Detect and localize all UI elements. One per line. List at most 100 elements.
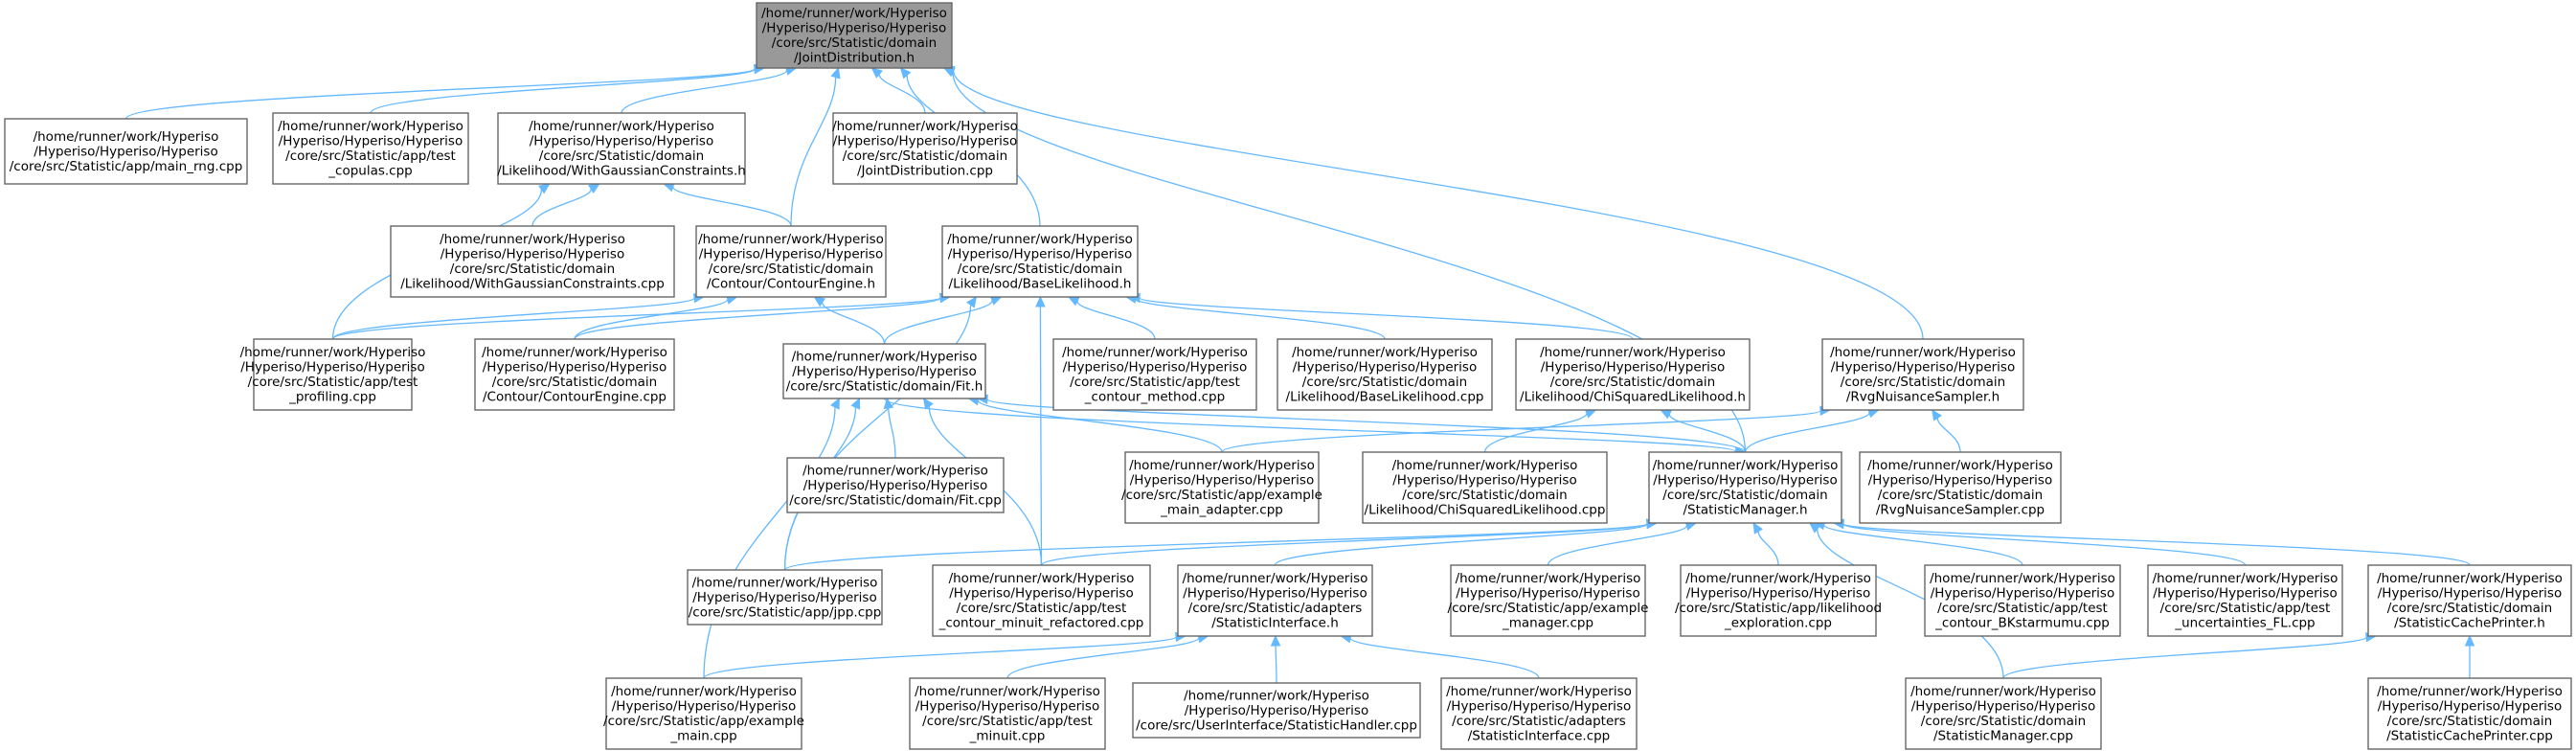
node-label-line: /core/src/Statistic/domain [709,262,873,277]
edge-test-contour-bk-to-statmgr-h [1813,519,2023,566]
node-baselik-h[interactable]: /home/runner/work/Hyperiso/Hyperiso/Hype… [941,225,1139,298]
edge-arrowhead [850,397,861,410]
edge-statiface-cpp-to-statiface-h [1340,633,1540,679]
edge-example-main-to-statiface-h [703,631,1187,679]
edge-line [1006,637,1200,679]
node-label-line: /core/src/Statistic/domain [2387,601,2552,616]
edge-line [986,398,1747,453]
node-label-line: /Contour/ContourEngine.h [707,277,875,292]
node-main-rng[interactable]: /home/runner/work/Hyperiso/Hyperiso/Hype… [4,118,248,185]
node-box [1132,682,1421,739]
node-box [832,112,1018,185]
node-contour-h[interactable]: /home/runner/work/Hyperiso/Hyperiso/Hype… [695,225,887,298]
node-label-line: /Hyperiso/Hyperiso/Hyperiso [530,134,713,149]
edge-line [1547,525,1688,566]
node-test-contour-bk[interactable]: /home/runner/work/Hyperiso/Hyperiso/Hype… [1924,564,2121,637]
edge-line [1842,523,2471,566]
node-test-profiling[interactable]: /home/runner/work/Hyperiso/Hyperiso/Hype… [240,338,426,411]
node-chisq-h[interactable]: /home/runner/work/Hyperiso/Hyperiso/Hype… [1515,338,1751,411]
node-example-main[interactable]: /home/runner/work/Hyperiso/Hyperiso/Hype… [603,677,804,750]
node-label-line: /core/src/Statistic/domain [772,35,937,51]
node-box [474,338,675,411]
node-box [1680,564,1877,637]
node-label-line: /home/runner/work/Hyperiso [2377,684,2563,699]
node-label-line: /core/src/Statistic/app/test [922,714,1093,729]
node-contour-cpp[interactable]: /home/runner/work/Hyperiso/Hyperiso/Hype… [474,338,675,411]
node-box [2367,564,2572,637]
node-label-line: /Hyperiso/Hyperiso/Hyperiso [279,134,463,149]
node-label-line: /home/runner/work/Hyperiso [1653,458,1839,473]
node-box [687,569,883,626]
edge-line [1135,297,1386,340]
node-label-line: /home/runner/work/Hyperiso [947,232,1133,247]
node-chisq-cpp[interactable]: /home/runner/work/Hyperiso/Hyperiso/Hype… [1362,451,1608,524]
node-label-line: /core/src/Statistic/domain [539,148,704,164]
node-label-line: _main_adapter.cpp [1160,503,1283,518]
node-label-line: /home/runner/work/Hyperiso [1446,684,1632,699]
node-statmgr-h[interactable]: /home/runner/work/Hyperiso/Hyperiso/Hype… [1648,451,1842,524]
node-label-line: /Hyperiso/Hyperiso/Hyperiso [792,364,976,379]
node-label-line: /core/src/Statistic/domain/Fit.h [786,378,983,394]
edge-line [531,189,592,227]
node-fit-cpp[interactable]: /home/runner/work/Hyperiso/Hyperiso/Hype… [786,457,1005,513]
node-rvg-h[interactable]: /home/runner/work/Hyperiso/Hyperiso/Hype… [1821,338,2024,411]
edge-main-rng-to-jd-h [124,63,766,120]
edge-line [703,636,1177,679]
edge-test-contour-minuit-to-baselik-h [1035,295,1046,566]
edge-line [952,70,1924,340]
edge-line [1668,414,1747,453]
node-label-line: _copulas.cpp [328,164,412,179]
node-test-contour-minuit[interactable]: /home/runner/work/Hyperiso/Hyperiso/Hype… [932,564,1151,637]
node-label-line: /core/src/Statistic/domain [1878,488,2043,503]
node-statmgr-cpp[interactable]: /home/runner/work/Hyperiso/Hyperiso/Hype… [1905,677,2102,750]
node-statiface-cpp[interactable]: /home/runner/work/Hyperiso/Hyperiso/Hype… [1440,677,1638,750]
node-test-copulas[interactable]: /home/runner/work/Hyperiso/Hyperiso/Hype… [272,112,469,185]
node-jd-h[interactable]: /home/runner/work/Hyperiso/Hyperiso/Hype… [756,2,953,69]
node-cacheprinter-h[interactable]: /home/runner/work/Hyperiso/Hyperiso/Hype… [2367,564,2572,637]
node-label-line: /Hyperiso/Hyperiso/Hyperiso [1130,473,1314,489]
node-label-line: /Hyperiso/Hyperiso/Hyperiso [612,699,796,715]
edge-arrowhead [899,67,912,80]
node-label-line: /home/runner/work/Hyperiso [1062,345,1248,360]
node-label-line: /Hyperiso/Hyperiso/Hyperiso [1541,360,1725,376]
edge-arrowhead [830,397,840,410]
node-box [909,677,1106,750]
edge-likelihood-exploration-to-statmgr-h [1752,521,1779,566]
node-baselik-cpp[interactable]: /home/runner/work/Hyperiso/Hyperiso/Hype… [1277,338,1493,411]
nodes-layer: /home/runner/work/Hyperiso/Hyperiso/Hype… [4,2,2572,750]
node-stathandler[interactable]: /home/runner/work/Hyperiso/Hyperiso/Hype… [1132,682,1421,739]
node-likelihood-exploration[interactable]: /home/runner/work/Hyperiso/Hyperiso/Hype… [1675,564,1882,637]
node-label-line: /core/src/Statistic/app/example [1448,601,1649,616]
node-test-contour-method[interactable]: /home/runner/work/Hyperiso/Hyperiso/Hype… [1052,338,1257,411]
node-label-line: /Hyperiso/Hyperiso/Hyperiso [1392,473,1576,489]
node-label-line: /Hyperiso/Hyperiso/Hyperiso [915,699,1099,715]
node-cacheprinter-cpp[interactable]: /home/runner/work/Hyperiso/Hyperiso/Hype… [2367,677,2572,750]
edge-line [1139,297,1634,340]
node-wgc-h[interactable]: /home/runner/work/Hyperiso/Hyperiso/Hype… [497,112,746,185]
edge-wgc-cpp-to-wgc-h [531,183,600,227]
node-test-uncertainties[interactable]: /home/runner/work/Hyperiso/Hyperiso/Hype… [2147,564,2343,637]
node-box [941,225,1139,298]
node-example-manager[interactable]: /home/runner/work/Hyperiso/Hyperiso/Hype… [1448,564,1649,637]
node-label-line: /home/runner/work/Hyperiso [1685,571,1871,586]
node-fit-h[interactable]: /home/runner/work/Hyperiso/Hyperiso/Hype… [782,343,986,399]
node-statiface-h[interactable]: /home/runner/work/Hyperiso/Hyperiso/Hype… [1177,564,1373,637]
node-label-line: /core/src/Statistic/domain [492,375,657,390]
node-label-line: /home/runner/work/Hyperiso [2153,571,2339,586]
edge-statmgr-cpp-to-statmgr-h [1808,522,2004,679]
node-test-minuit[interactable]: /home/runner/work/Hyperiso/Hyperiso/Hype… [909,677,1106,750]
node-rvg-cpp[interactable]: /home/runner/work/Hyperiso/Hyperiso/Hype… [1859,451,2062,524]
node-label-line: /core/src/Statistic/app/test [1937,601,2108,616]
node-example-main-adapter[interactable]: /home/runner/work/Hyperiso/Hyperiso/Hype… [1121,451,1322,524]
node-jd-cpp[interactable]: /home/runner/work/Hyperiso/Hyperiso/Hype… [832,112,1018,185]
node-wgc-cpp[interactable]: /home/runner/work/Hyperiso/Hyperiso/Hype… [390,225,675,298]
edge-line [621,69,788,114]
node-jpp[interactable]: /home/runner/work/Hyperiso/Hyperiso/Hype… [687,569,883,626]
node-label-line: /RvgNuisanceSampler.cpp [1876,503,2045,518]
node-label-line: /home/runner/work/Hyperiso [240,345,426,360]
node-label-line: /Likelihood/BaseLikelihood.h [949,277,1132,292]
edge-arrowhead [588,183,600,194]
node-label-line: /home/runner/work/Hyperiso [761,6,947,21]
edge-statmgr-cpp-to-cacheprinter-h [2002,631,2378,679]
node-label-line: /JointDistribution.h [794,51,915,66]
